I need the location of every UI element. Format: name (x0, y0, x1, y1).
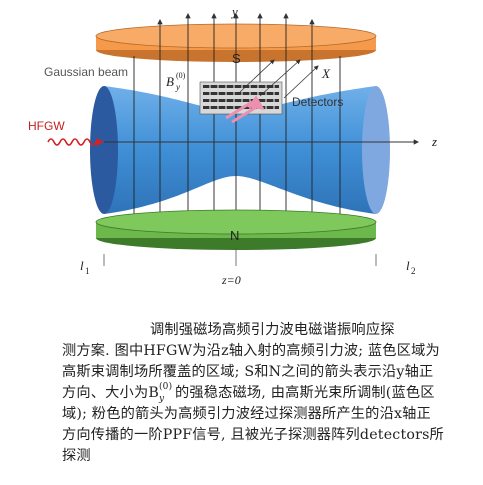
label-y-axis: y (230, 4, 238, 19)
label-by0: B y (0) (166, 71, 186, 92)
label-l1: l 1 (80, 258, 90, 276)
svg-text:(0): (0) (176, 71, 186, 80)
svg-text:1: 1 (85, 266, 90, 276)
detector-array (199, 81, 283, 115)
figure-caption: 调制强磁场高频引力波电磁谐振响应探 测方案. 图中HFGW为沿z轴入射的高频引力… (62, 320, 468, 467)
figure-diagram: y z X S N Gaussian beam HFGW Detectors B… (28, 4, 437, 287)
label-n-pole: N (230, 228, 239, 243)
label-gaussian-beam: Gaussian beam (44, 65, 128, 79)
x-direction-arrows (239, 59, 319, 99)
label-x-axis: X (321, 66, 331, 81)
bottom-magnet-plate (95, 209, 377, 250)
magnetic-field-lines (133, 12, 341, 240)
hfgw-wave (47, 138, 104, 146)
svg-text:2: 2 (411, 266, 416, 276)
label-s-pole: S (232, 51, 241, 66)
caption-line-2: 测方案. 图中HFGW为沿z轴入射的高频引力波; 蓝色区域为 (62, 343, 440, 359)
baseline (103, 248, 377, 266)
gaussian-beam (90, 86, 390, 214)
svg-text:B: B (166, 74, 174, 89)
label-l2: l 2 (406, 258, 416, 276)
label-z-axis: z (431, 134, 437, 149)
svg-text:l: l (80, 258, 84, 273)
svg-text:y: y (175, 82, 180, 92)
caption-line-6: 方向传播的一阶PPF信号, 且被光子探测器阵列detectors所 (62, 427, 444, 443)
caption-line-5: 域); 粉色的箭头为高频引力波经过探测器所产生的沿x轴正 (62, 406, 431, 422)
label-z-zero: z=0 (221, 273, 241, 287)
svg-text:l: l (406, 258, 410, 273)
label-detectors: Detectors (292, 95, 343, 109)
caption-line-7: 探测 (62, 448, 91, 464)
ppf-signal-arrows (225, 95, 265, 124)
label-hfgw: HFGW (28, 119, 65, 133)
caption-line-1: 调制强磁场高频引力波电磁谐振响应探 (150, 322, 395, 338)
top-magnet-plate (95, 23, 377, 62)
caption-line-3: 高斯束调制场所覆盖的区域; S和N之间的箭头表示沿y轴正 (62, 364, 434, 380)
